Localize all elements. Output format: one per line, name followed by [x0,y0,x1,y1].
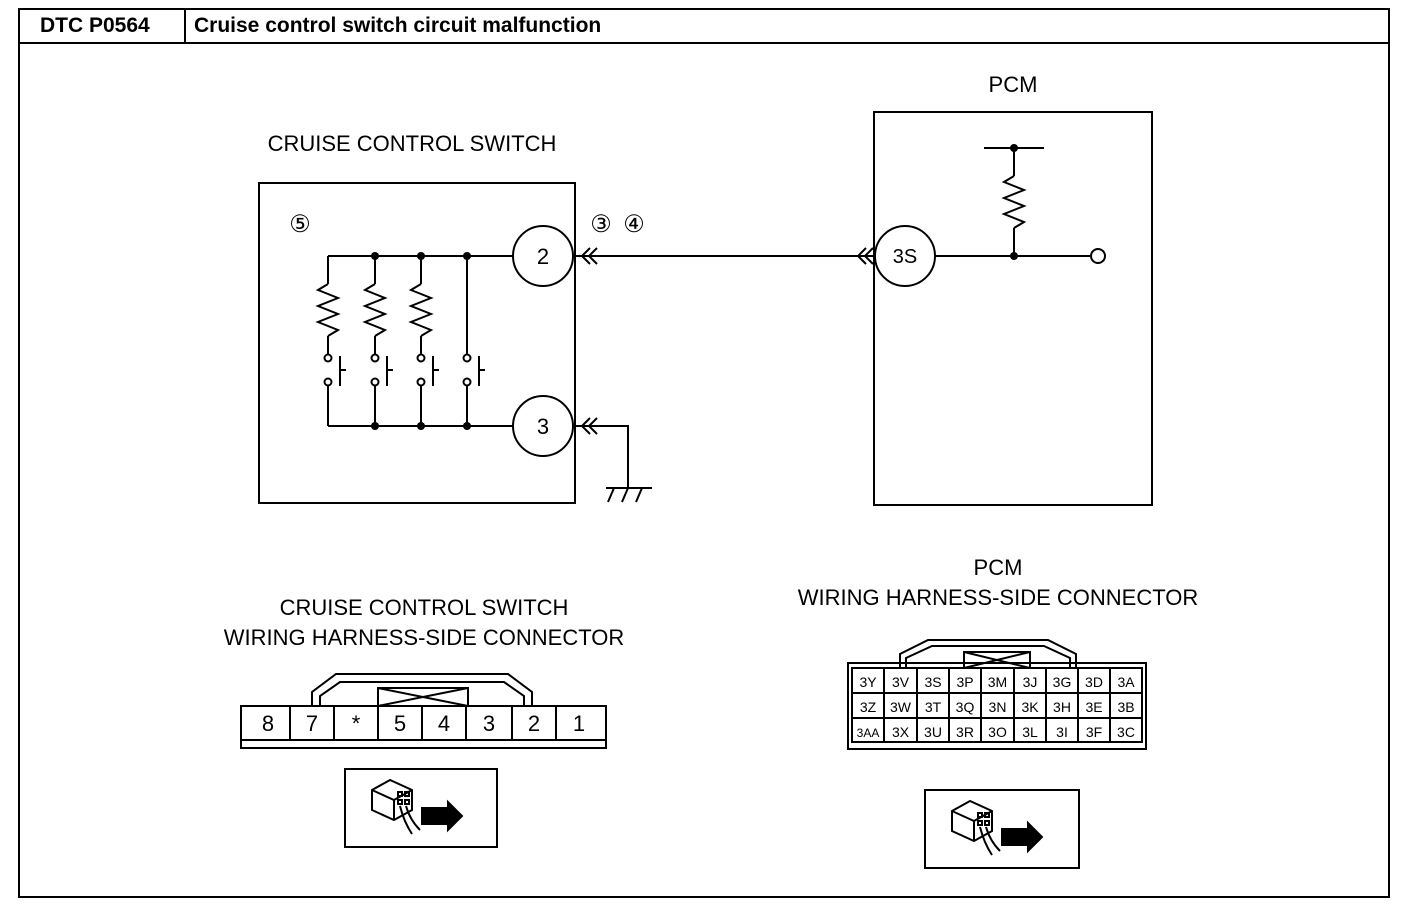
pcm-pin-label: 3K [1021,699,1039,715]
pcm-pin-label: 3E [1085,699,1102,715]
pcm-pin-label: 3B [1117,699,1134,715]
pcm-pin-label: 3A [1117,674,1135,690]
switch-pin-label: 3 [483,711,495,736]
pcm-pin-label: 3S [924,674,941,690]
pcm-box [873,111,1153,506]
pcm-pin-label: 3Z [860,699,877,715]
terminal-2-label: 2 [537,244,549,269]
connector-arrow-icon [344,768,498,848]
switch-pin-label: 8 [262,711,274,736]
pcm-pin-label: 3P [956,674,973,690]
terminal-3s-label: 3S [893,246,917,268]
switch-connector-pins: 8 7 * 5 4 3 2 1 [262,711,585,736]
resistor-icon [315,256,468,354]
circuit-marker-3: ③ [590,211,612,238]
pcm-pin-label: 3J [1023,674,1038,690]
pcm-pin-label: 3C [1117,724,1135,740]
pcm-pin-label: 3D [1085,674,1103,690]
switch-connector-drawing [240,673,607,749]
switch-pin-label: 4 [438,711,450,736]
switch-terminal-3 [512,395,574,457]
page-title: Cruise control switch circuit malfunctio… [194,14,602,37]
pcm-pin-label: 3N [989,699,1007,715]
switch-block-label: CRUISE CONTROL SWITCH [268,131,557,156]
pcm-block-label: PCM [989,72,1038,97]
pcm-pin-label: 3W [890,699,912,715]
dtc-code: DTC P0564 [20,10,186,42]
switch-terminal-2 [512,225,574,287]
pcm-pin-label: 3X [892,724,910,740]
pcm-connector-pins: 3Y 3V 3S 3P 3M 3J 3G 3D 3A 3Z 3W 3T 3Q 3N 3K 3H 3E 3B 3AA 3… [857,674,1136,740]
pcm-pin-label: 3M [988,674,1007,690]
pcm-connector-title-2: WIRING HARNESS-SIDE CONNECTOR [798,585,1199,610]
switch-pin-label: 7 [306,711,318,736]
cruise-switch-box [258,182,576,504]
switch-pin-label: 1 [573,711,585,736]
terminal-3-label: 3 [537,414,549,439]
pcm-pin-label: 3R [956,724,974,740]
switch-connector-title-1: CRUISE CONTROL SWITCH [280,595,569,620]
pcm-pin-label: 3I [1056,724,1068,740]
switch-pin-label: 2 [528,711,540,736]
pcm-connector-drawing [847,639,1147,750]
pcm-pin-label: 3V [892,674,910,690]
switch-icon [323,353,485,426]
pcm-pin-label: 3Q [956,699,975,715]
junction-dots [371,144,1018,430]
switch-pin-label: * [352,711,361,736]
pcm-pin-label: 3G [1053,674,1072,690]
pcm-pin-label: 3H [1053,699,1071,715]
pcm-pin-label: 3L [1022,724,1038,740]
pcm-pin-label: 3U [924,724,942,740]
pcm-pin-label: 3AA [857,726,880,740]
resistor-icon [1001,175,1027,229]
pcm-pin-label: 3O [988,724,1007,740]
switch-pin-label: 5 [394,711,406,736]
pcm-pin-label: 3F [1086,724,1102,740]
ground-wire [575,425,629,488]
pcm-pin-label: 3Y [859,674,877,690]
pcm-output-terminal [1090,248,1106,264]
diagram-frame [18,8,1390,898]
pcm-connector-title-1: PCM [974,555,1023,580]
pcm-pin-label: 3T [925,699,942,715]
circuit-marker-5: ⑤ [289,211,311,238]
ground-icon [606,487,652,503]
switch-connector-title-2: WIRING HARNESS-SIDE CONNECTOR [224,625,625,650]
connector-arrow-icon [924,789,1080,869]
header-bar [18,8,1390,44]
circuit-marker-4: ④ [623,211,645,238]
